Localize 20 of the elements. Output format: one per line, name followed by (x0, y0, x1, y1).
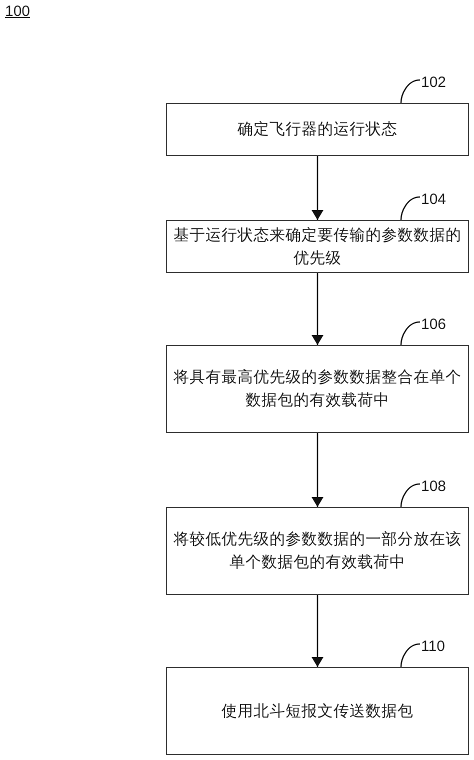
reference-number: 108 (421, 478, 451, 496)
leader-line (400, 483, 420, 508)
reference-number: 102 (421, 74, 451, 92)
leader-line (400, 79, 420, 104)
reference-number: 110 (421, 638, 451, 656)
leader-line (400, 196, 420, 220)
arrow (312, 156, 324, 220)
figure-number: 100 (5, 3, 30, 20)
arrow (312, 273, 324, 345)
process-box: 使用北斗短报文传送数据包 (166, 667, 469, 755)
reference-number: 104 (421, 191, 451, 209)
leader-line (400, 321, 420, 346)
process-box: 确定飞行器的运行状态 (166, 103, 469, 156)
leader-line (400, 643, 420, 668)
process-box: 将具有最高优先级的参数数据整合在单个数据包的有效载荷中 (166, 345, 469, 433)
arrow (312, 595, 324, 667)
process-box: 基于运行状态来确定要传输的参数数据的优先级 (166, 220, 469, 273)
arrow (312, 433, 324, 507)
reference-number: 106 (421, 316, 451, 334)
process-box: 将较低优先级的参数数据的一部分放在该单个数据包的有效载荷中 (166, 507, 469, 595)
